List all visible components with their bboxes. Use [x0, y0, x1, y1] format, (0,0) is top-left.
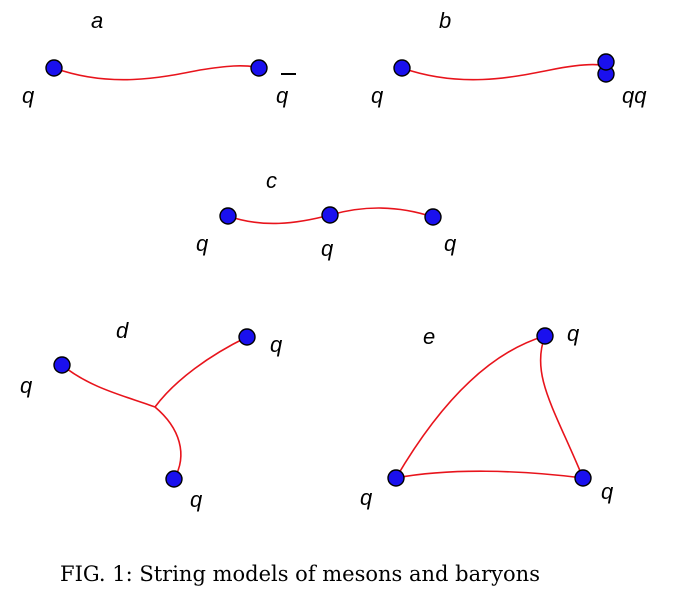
panel-c-label: c	[266, 168, 277, 193]
panel-b-diquark-label: qq	[622, 83, 647, 108]
panel-a: a q q	[22, 8, 296, 108]
figure-caption: FIG. 1: String models of mesons and bary…	[60, 562, 540, 586]
panel-c-quark-1	[219, 207, 237, 225]
panel-b-quark-left	[393, 59, 411, 77]
panel-c: c q q q	[196, 168, 457, 261]
panel-b-string	[401, 63, 607, 81]
panel-d-quark-top-right-label: q	[270, 332, 283, 357]
panel-a-string	[53, 65, 260, 81]
panel-a-label: a	[91, 8, 103, 33]
panel-e-quark-right-label: q	[601, 479, 614, 504]
panel-a-quark-left	[45, 59, 63, 77]
panel-b: b q qq	[371, 8, 647, 108]
panel-d-quark-left	[53, 356, 71, 374]
panel-d-string-top-right	[154, 336, 248, 408]
panel-e-label: e	[423, 324, 435, 349]
panel-b-diquark-upper	[597, 53, 615, 71]
panel-e-string-left	[395, 335, 546, 479]
panel-d-label: d	[116, 318, 129, 343]
panel-d-string-bottom	[154, 406, 182, 480]
panel-b-quark-left-label: q	[371, 83, 384, 108]
panel-d-quark-left-label: q	[20, 373, 33, 398]
panel-c-quark-3-label: q	[444, 231, 457, 256]
panel-e-quark-top	[536, 327, 554, 345]
panel-d-string-left	[61, 364, 156, 408]
panel-c-quark-2-label: q	[321, 236, 334, 261]
panel-d-quark-top-right	[238, 328, 256, 346]
panel-a-quark-right-label: q	[276, 83, 289, 108]
panel-b-label: b	[439, 8, 451, 33]
panel-e-quark-top-label: q	[567, 321, 580, 346]
panel-a-antiquark-right	[250, 59, 268, 77]
panel-e-quark-left	[387, 469, 405, 487]
panel-e-quark-left-label: q	[360, 485, 373, 510]
panel-a-quark-left-label: q	[22, 83, 35, 108]
panel-c-quark-3	[424, 208, 442, 226]
panel-e-string-right	[539, 335, 584, 479]
panel-c-quark-1-label: q	[196, 231, 209, 256]
panel-d: d q q q	[20, 318, 283, 512]
panel-e-string-bottom	[395, 470, 584, 479]
panel-d-quark-bottom	[165, 470, 183, 488]
panel-e: e q q q	[360, 321, 614, 510]
panel-d-quark-bottom-label: q	[190, 487, 203, 512]
panel-c-quark-2	[321, 206, 339, 224]
panel-e-quark-right	[574, 469, 592, 487]
